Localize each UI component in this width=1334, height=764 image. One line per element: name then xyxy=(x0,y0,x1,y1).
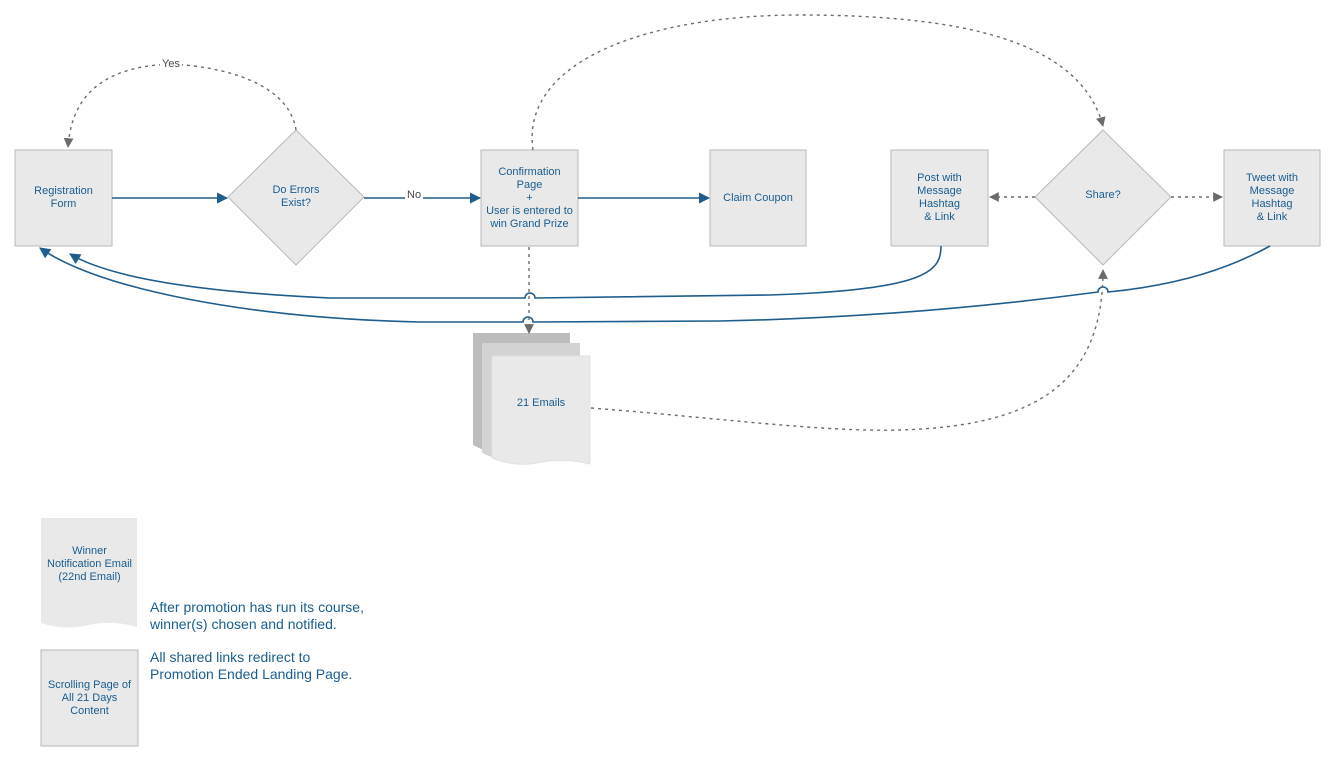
errors-decision-node xyxy=(227,129,365,266)
no-edge-label: No xyxy=(405,189,424,202)
scrolling-note: All shared links redirect to Promotion E… xyxy=(150,649,353,682)
winner-email-label: Winner Notification Email (22nd Email) xyxy=(47,544,132,583)
winner-email-document xyxy=(41,518,137,628)
post-node xyxy=(890,149,989,247)
yes-edge-label: Yes xyxy=(160,58,182,71)
share-decision-label: Share? xyxy=(1085,188,1121,201)
tweet-label: Tweet with Message Hashtag & Link xyxy=(1246,172,1298,223)
scrolling-page-label: Scrolling Page of All 21 Days Content xyxy=(47,678,132,717)
errors-decision-label: Do Errors Exist? xyxy=(272,184,320,209)
scrolling-page-node xyxy=(40,649,139,747)
edge-errors-yes-to-registration xyxy=(63,63,297,148)
edge-confirmation-to-share xyxy=(531,14,1106,151)
emails-document-stack xyxy=(473,333,591,465)
emails-label: 21 Emails xyxy=(516,396,566,409)
edge-post-to-registration xyxy=(69,245,942,299)
share-decision-node xyxy=(1034,129,1172,266)
confirmation-page-label: Confirmation Page + User is entered to w… xyxy=(486,165,573,230)
claim-coupon-label: Claim Coupon xyxy=(723,191,793,204)
winner-note: After promotion has run its course, winn… xyxy=(150,599,364,632)
edge-emails-to-share xyxy=(590,269,1108,431)
registration-form-node xyxy=(14,149,113,247)
registration-form-label: Registration Form xyxy=(34,185,93,210)
post-label: Post with Message Hashtag & Link xyxy=(917,172,962,223)
edge-tweet-to-registration xyxy=(39,245,1271,323)
confirmation-page-node xyxy=(480,149,579,247)
tweet-node xyxy=(1223,149,1321,247)
